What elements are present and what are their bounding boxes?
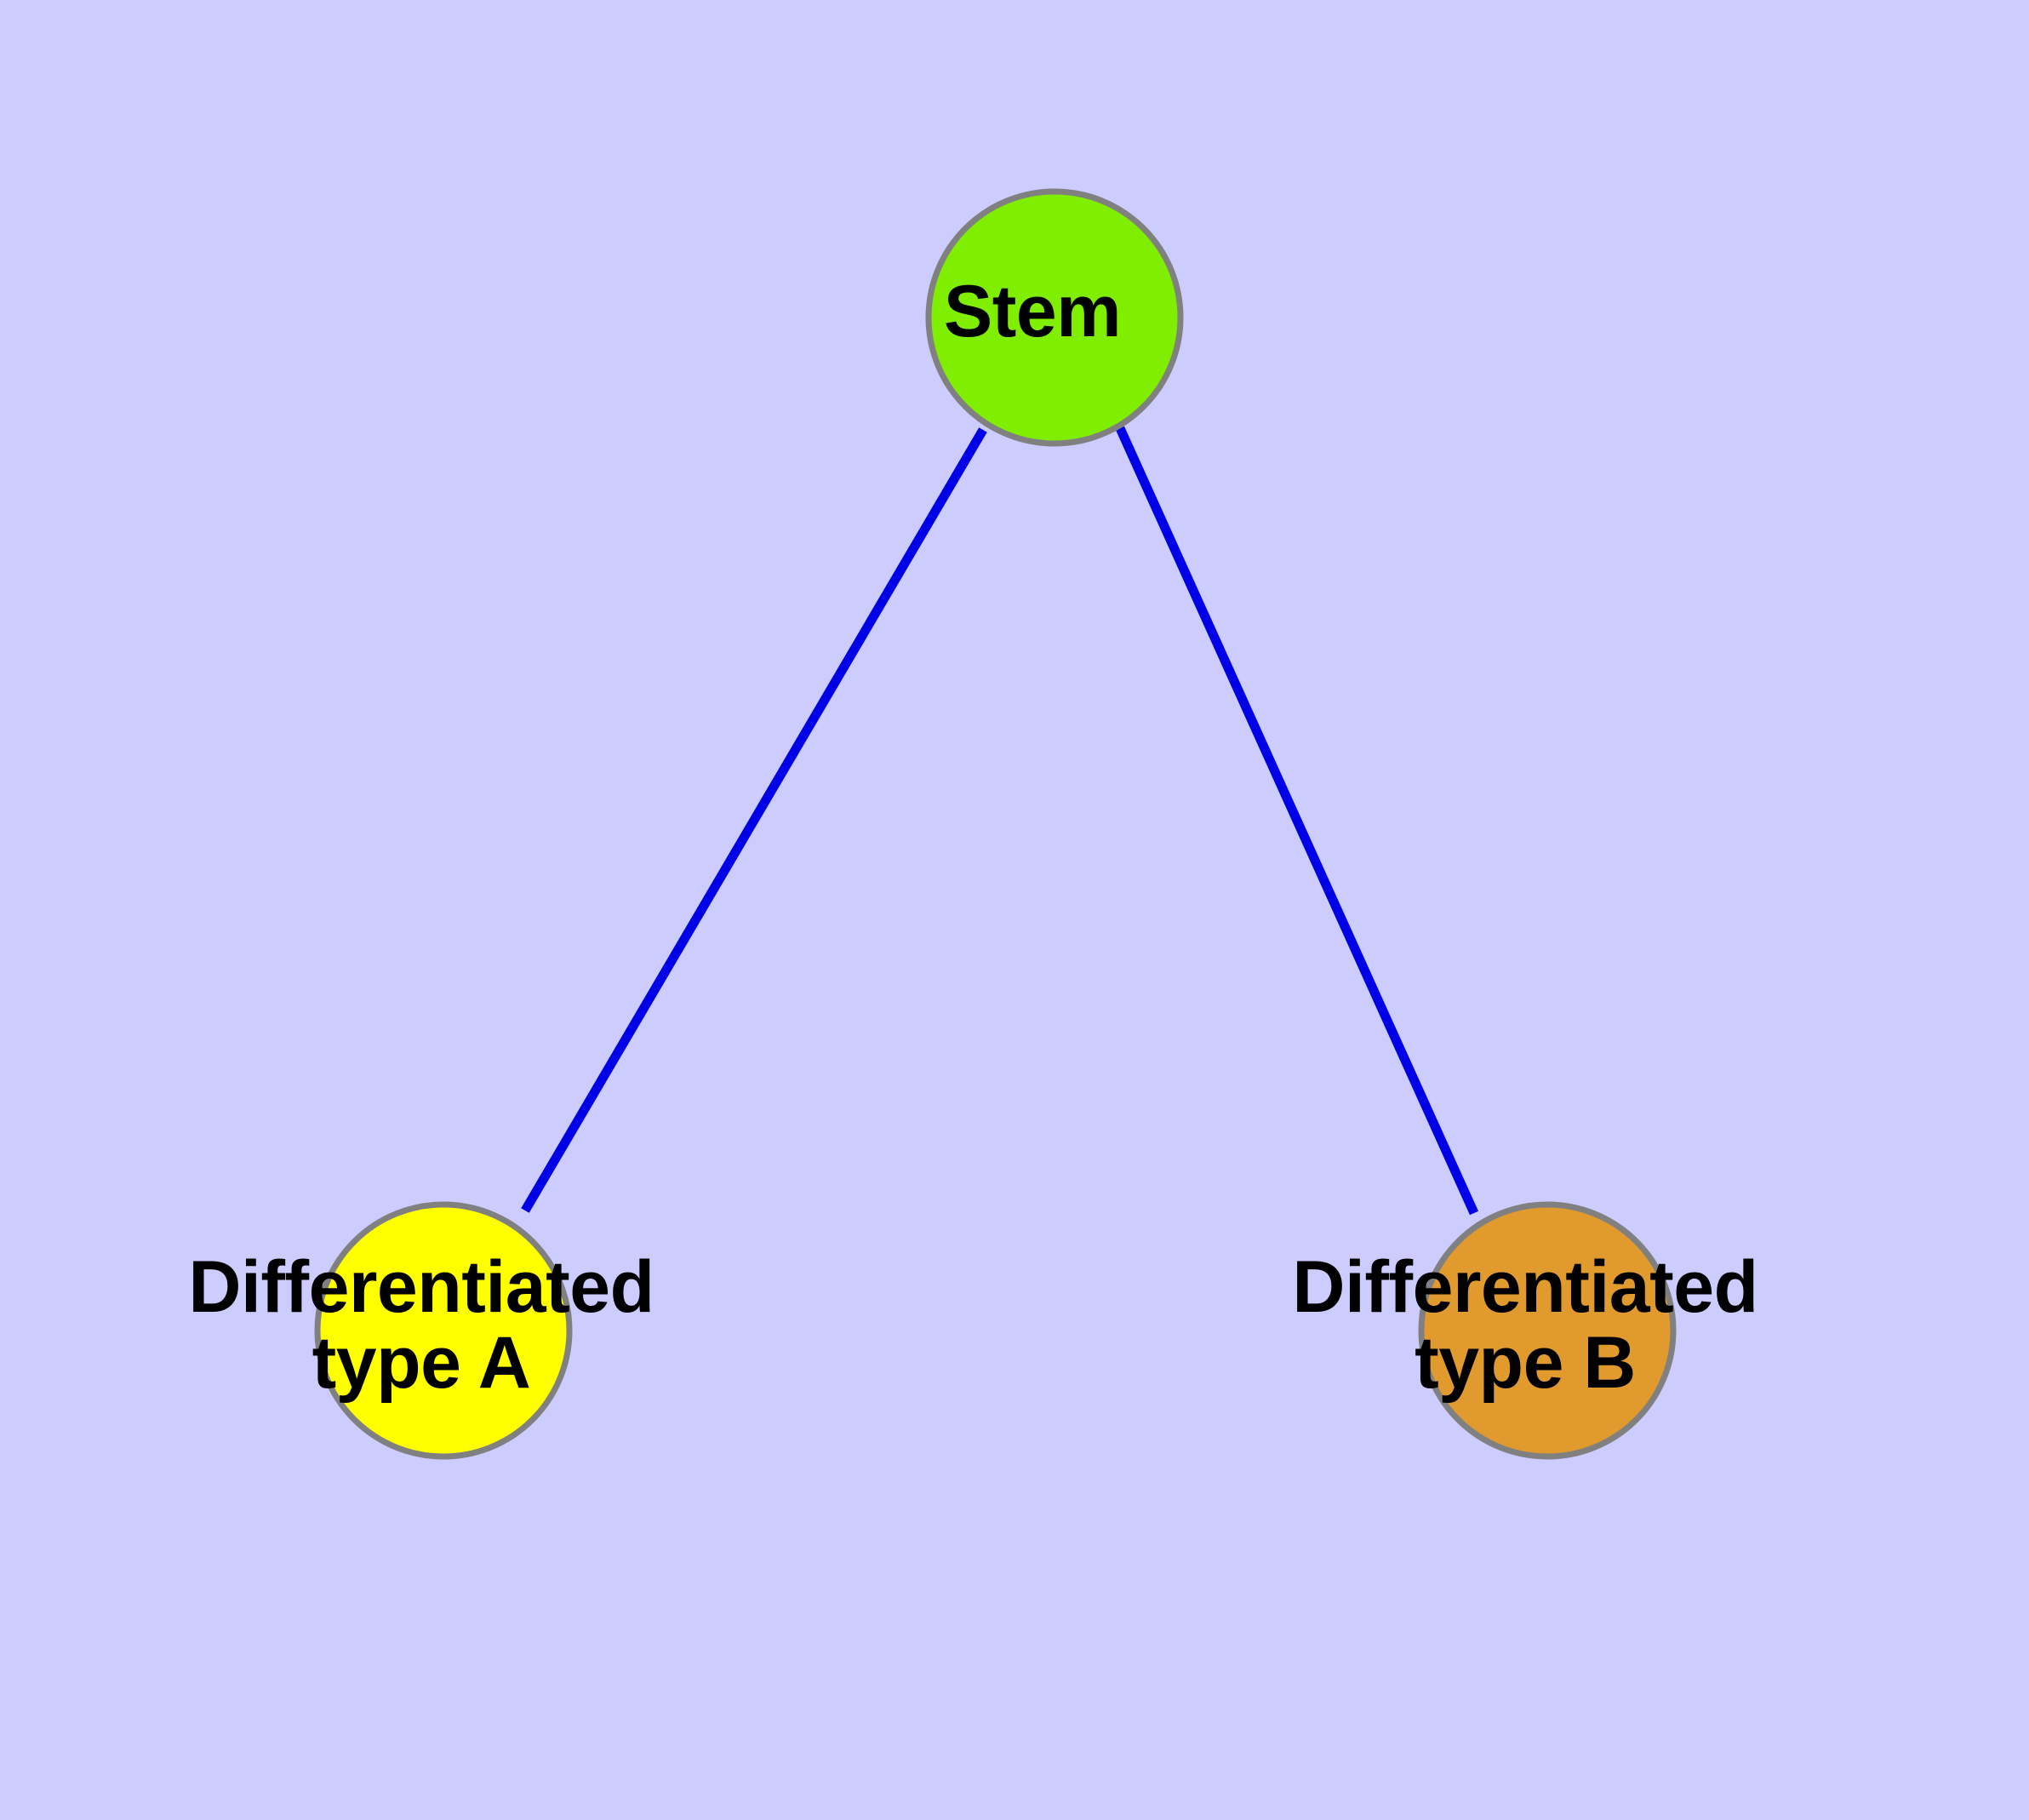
node-diff_b[interactable] <box>1418 1201 1677 1460</box>
node-stem[interactable] <box>925 188 1184 447</box>
edge-stem-to-diff-b <box>1115 426 1479 1216</box>
node-diff_a[interactable] <box>314 1201 573 1460</box>
edge-stem-to-diff-a <box>521 427 987 1213</box>
node-layer <box>314 188 1677 1460</box>
edge-layer <box>521 426 1479 1216</box>
